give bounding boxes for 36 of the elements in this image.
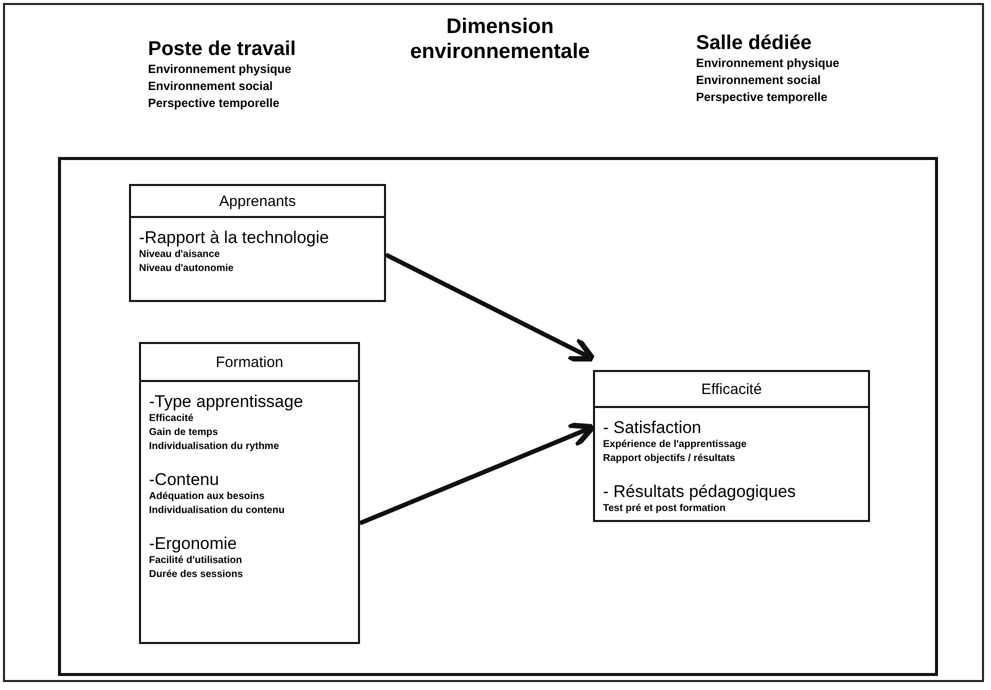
criterion-text: Test pré et post formation	[603, 502, 727, 516]
criterion-text: Durée des sessions	[149, 568, 244, 582]
context-item: Environnement physique	[696, 55, 840, 72]
criterion-text: Niveau d'autonomie	[139, 262, 235, 276]
criterion-text: Expérience de l'apprentissage	[603, 438, 748, 452]
context-item: Perspective temporelle	[696, 89, 828, 106]
category-box	[129, 184, 386, 302]
arrow	[359, 422, 596, 526]
criterion-text: Individualisation du rythme	[149, 440, 280, 454]
section-heading: -Rapport à la technologie	[139, 228, 330, 248]
context-heading: Poste de travail	[148, 38, 297, 61]
diagram-title: Dimension environnementale	[409, 14, 591, 64]
criterion-text: Gain de temps	[149, 426, 219, 440]
category-box	[593, 370, 870, 522]
context-item: Environnement social	[148, 78, 274, 95]
criterion-text: Niveau d'aisance	[139, 248, 221, 262]
criterion-text: Facilité d'utilisation	[149, 554, 243, 568]
context-item: Environnement social	[696, 72, 822, 89]
box-heading: Apprenants	[131, 186, 384, 218]
category-box	[139, 342, 360, 644]
context-item: Environnement physique	[148, 61, 292, 78]
box-heading: Efficacité	[595, 372, 868, 408]
criterion-text: Individualisation du contenu	[149, 504, 286, 518]
section-heading: -Type apprentissage	[149, 392, 304, 412]
arrow	[385, 252, 596, 362]
context-heading: Salle dédiée	[696, 32, 813, 55]
section-heading: - Satisfaction	[603, 418, 702, 438]
criterion-text: Adéquation aux besoins	[149, 490, 266, 504]
section-heading: - Résultats pédagogiques	[603, 482, 797, 502]
section-heading: -Ergonomie	[149, 534, 238, 554]
criterion-text: Rapport objectifs / résultats	[603, 452, 736, 466]
box-heading: Formation	[141, 344, 358, 382]
framework-frame	[58, 157, 938, 676]
section-heading: -Contenu	[149, 470, 220, 490]
criterion-text: Efficacité	[149, 412, 194, 426]
context-item: Perspective temporelle	[148, 95, 280, 112]
